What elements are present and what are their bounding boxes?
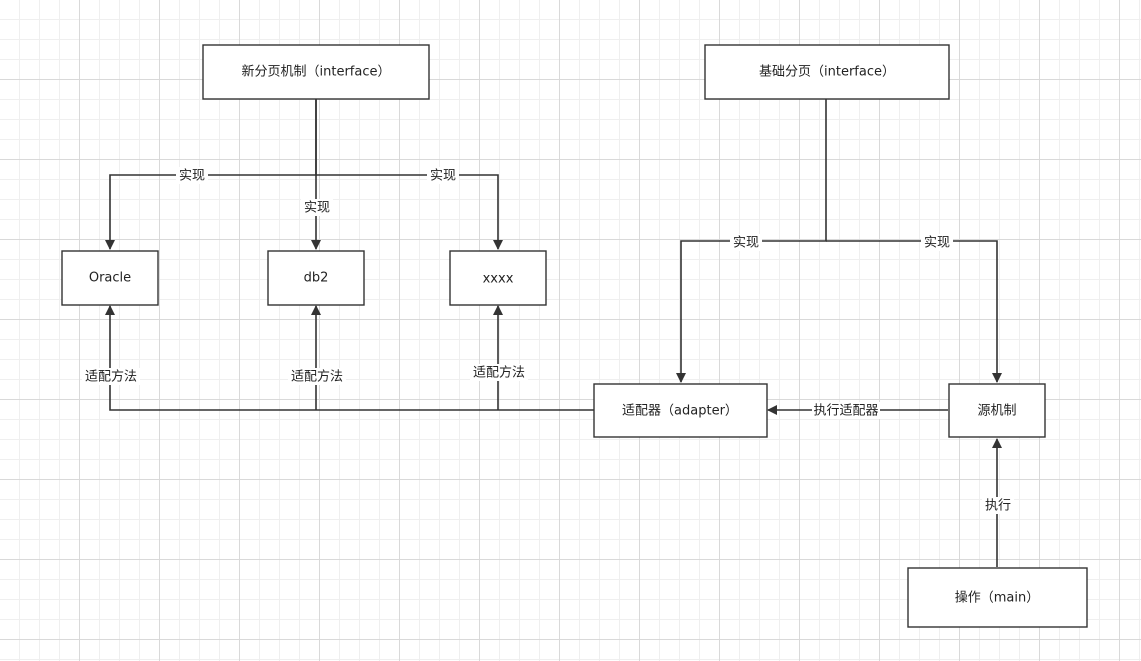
node-db2-label: db2 bbox=[304, 271, 329, 286]
edge-label-adapt-oracle: 适配方法 bbox=[82, 368, 140, 385]
node-xxxx[interactable]: xxxx bbox=[449, 250, 547, 306]
edge-label-implement-adapter: 实现 bbox=[730, 234, 762, 251]
node-new-paging[interactable]: 新分页机制（interface） bbox=[202, 44, 430, 100]
edge-label-implement-db2: 实现 bbox=[301, 199, 333, 216]
edge-basic-to-source bbox=[826, 240, 1002, 383]
run-adapter-label: 执行适配器 bbox=[813, 404, 878, 419]
run-label: 执行 bbox=[985, 499, 1011, 514]
node-operation[interactable]: 操作（main） bbox=[907, 567, 1088, 628]
node-new-paging-label: 新分页机制（interface） bbox=[242, 64, 391, 80]
node-oracle-label: Oracle bbox=[89, 271, 131, 286]
node-source-label: 源机制 bbox=[977, 404, 1016, 419]
edge-label-implement-xxxx: 实现 bbox=[427, 167, 459, 184]
implement-label: 实现 bbox=[733, 236, 759, 251]
node-basic-paging[interactable]: 基础分页（interface） bbox=[704, 44, 950, 100]
node-oracle[interactable]: Oracle bbox=[61, 250, 159, 306]
edge-label-adapt-db2: 适配方法 bbox=[288, 368, 346, 385]
adapt-method-label: 适配方法 bbox=[473, 365, 525, 381]
edge-label-adapt-xxxx: 适配方法 bbox=[470, 364, 528, 381]
implement-label: 实现 bbox=[304, 201, 330, 216]
node-basic-paging-label: 基础分页（interface） bbox=[759, 65, 895, 80]
edge-label-run: 执行 bbox=[982, 497, 1014, 514]
implement-label: 实现 bbox=[179, 169, 205, 184]
implement-label: 实现 bbox=[924, 236, 950, 251]
node-adapter-label: 适配器（adapter） bbox=[622, 404, 738, 419]
node-db2[interactable]: db2 bbox=[267, 250, 365, 306]
node-xxxx-label: xxxx bbox=[483, 272, 514, 287]
adapt-method-label: 适配方法 bbox=[291, 369, 343, 385]
node-source[interactable]: 源机制 bbox=[948, 383, 1046, 438]
edge-label-run-adapter: 执行适配器 bbox=[812, 402, 880, 419]
edge-label-implement-oracle: 实现 bbox=[176, 167, 208, 184]
edge-adapter-to-oracle bbox=[105, 305, 594, 411]
node-adapter[interactable]: 适配器（adapter） bbox=[593, 383, 768, 438]
node-operation-label: 操作（main） bbox=[955, 590, 1039, 606]
adapt-method-label: 适配方法 bbox=[85, 369, 137, 385]
implement-label: 实现 bbox=[430, 169, 456, 184]
edge-new-to-oracle bbox=[105, 99, 317, 250]
edge-label-implement-source: 实现 bbox=[921, 234, 953, 251]
edge-new-to-xxxx bbox=[316, 174, 503, 250]
